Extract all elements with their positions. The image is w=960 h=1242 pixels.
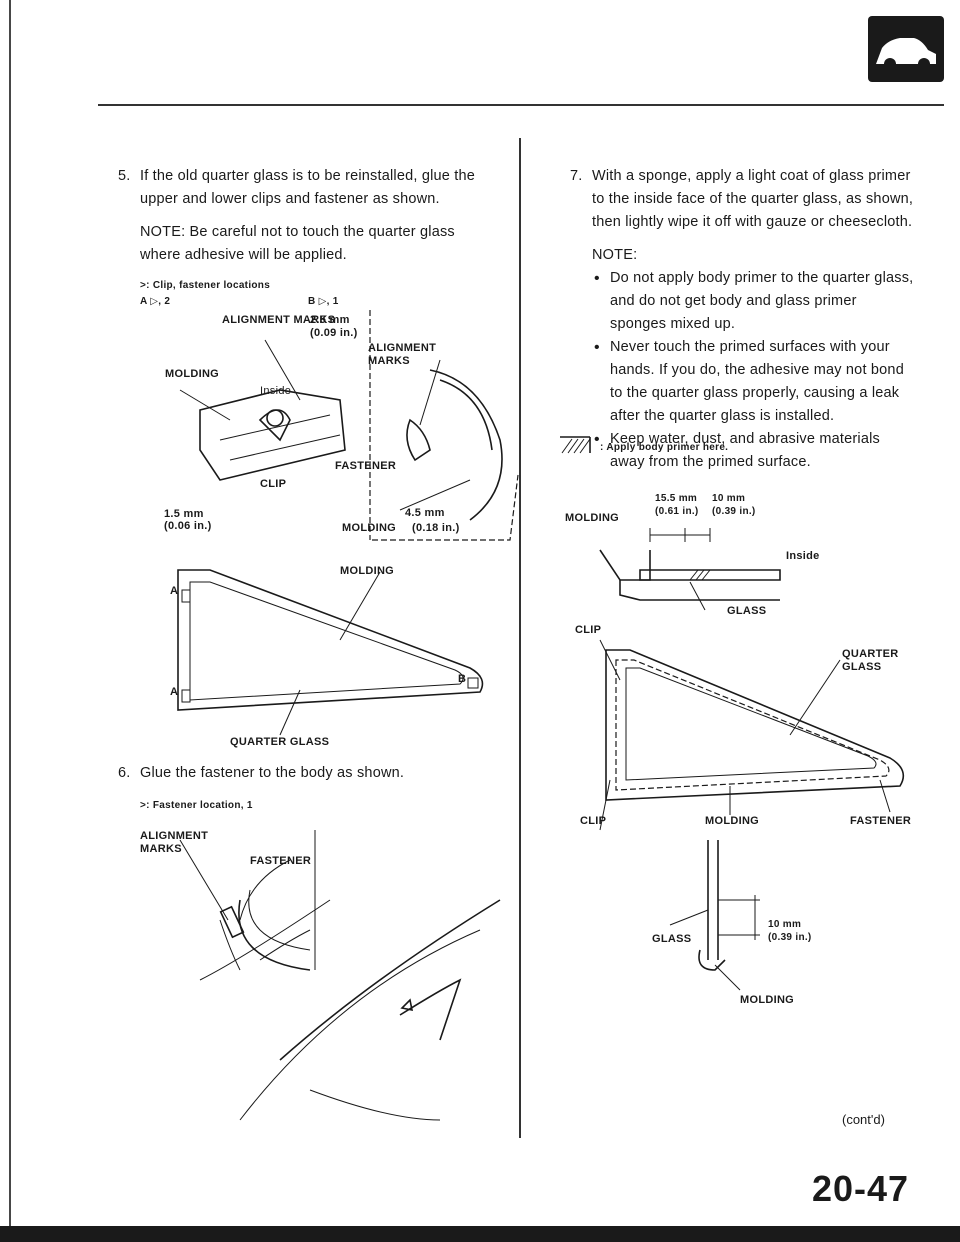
quarter-glass-diagram <box>177 569 484 736</box>
quarter-glass-label-2: QUARTER GLASS <box>842 648 899 673</box>
glass-molding-section-diagram <box>669 840 760 991</box>
clip-label-top: CLIP <box>575 624 602 636</box>
molding-label: MOLDING <box>165 368 220 380</box>
primer-section-diagram <box>599 528 781 611</box>
fastener-label-2: FASTENER <box>250 855 312 867</box>
a-marker-2: A <box>170 686 179 698</box>
clip-legend: >: Clip, fastener locations <box>140 280 271 291</box>
note-item: Do not apply body primer to the quarter … <box>592 267 917 336</box>
step-text: With a sponge, apply a light coat of gla… <box>592 168 914 230</box>
step-number: 7. <box>570 168 583 184</box>
alignment-marks-label: ALIGNMENT MARKS <box>222 314 336 326</box>
header-rule <box>98 104 944 106</box>
glass-label-2: GLASS <box>652 933 692 945</box>
alignment-marks-label-2: ALIGNMENT MARKS <box>368 342 437 367</box>
step-6: 6. Glue the fastener to the body as show… <box>118 762 495 785</box>
molding-label-5: MOLDING <box>705 815 760 827</box>
vertical-divider <box>519 138 521 1138</box>
glass-label: GLASS <box>727 605 767 617</box>
dim-1-5: 1.5 mm (0.06 in.) <box>164 508 212 532</box>
car-icon <box>876 38 936 70</box>
step-text: Glue the fastener to the body as shown. <box>140 765 405 781</box>
dim-2-5: 2.5 mm (0.09 in.) <box>310 314 358 339</box>
dim-4-5: 4.5 mm <box>405 507 445 519</box>
clip-detail-diagram <box>179 310 519 541</box>
note-item: Keep water, dust, and abrasive materials… <box>592 428 917 474</box>
dim-15-5: 15.5 mm (0.61 in.) <box>655 493 699 517</box>
a-count: A ▷, 2 <box>140 296 171 307</box>
clip-label: CLIP <box>260 478 287 490</box>
section-icon <box>868 16 944 82</box>
binding-marks <box>9 0 11 1242</box>
note-list: Do not apply body primer to the quarter … <box>592 267 917 474</box>
body-fastener-diagram <box>179 830 501 1121</box>
quarter-glass-primer-diagram <box>599 639 905 831</box>
hatch-swatch-icon <box>560 436 591 454</box>
inside-label: Inside <box>260 385 292 397</box>
note-title: NOTE: <box>592 247 638 263</box>
step-number: 5. <box>118 168 131 184</box>
step-5: 5. If the old quarter glass is to be rei… <box>118 165 495 267</box>
molding-label-3: MOLDING <box>340 565 395 577</box>
fastener-label-3: FASTENER <box>850 815 912 827</box>
step-note: NOTE: Be careful not to touch the quarte… <box>140 224 455 263</box>
a-marker-1: A <box>170 585 179 597</box>
hatch-legend: : Apply body primer here. <box>600 442 729 453</box>
molding-label-6: MOLDING <box>740 994 795 1006</box>
alignment-marks-label-3: ALIGNMENT MARKS <box>140 830 209 855</box>
note-item: Never touch the primed surfaces with you… <box>592 336 917 428</box>
footer-bar <box>0 1226 960 1242</box>
fastener-label: FASTENER <box>335 460 397 472</box>
b-marker: B <box>458 673 467 685</box>
inside-label-2: Inside <box>786 550 820 562</box>
step-text: If the old quarter glass is to be reinst… <box>140 168 476 207</box>
page-number: 20-47 <box>812 1168 910 1209</box>
dim-10: 10 mm (0.39 in.) <box>712 493 756 517</box>
molding-label-4: MOLDING <box>565 512 620 524</box>
step-7: 7. With a sponge, apply a light coat of … <box>570 165 917 474</box>
dim-10b: 10 mm (0.39 in.) <box>768 919 812 943</box>
dim-4-5-in: (0.18 in.) <box>412 522 460 534</box>
fastener-legend: >: Fastener location, 1 <box>140 800 253 811</box>
step-number: 6. <box>118 765 131 781</box>
continued-label: (cont'd) <box>842 1112 885 1127</box>
quarter-glass-label: QUARTER GLASS <box>230 736 330 748</box>
clip-label-bottom: CLIP <box>580 815 607 827</box>
b-count: B ▷, 1 <box>308 296 339 307</box>
molding-label-2: MOLDING <box>342 522 397 534</box>
